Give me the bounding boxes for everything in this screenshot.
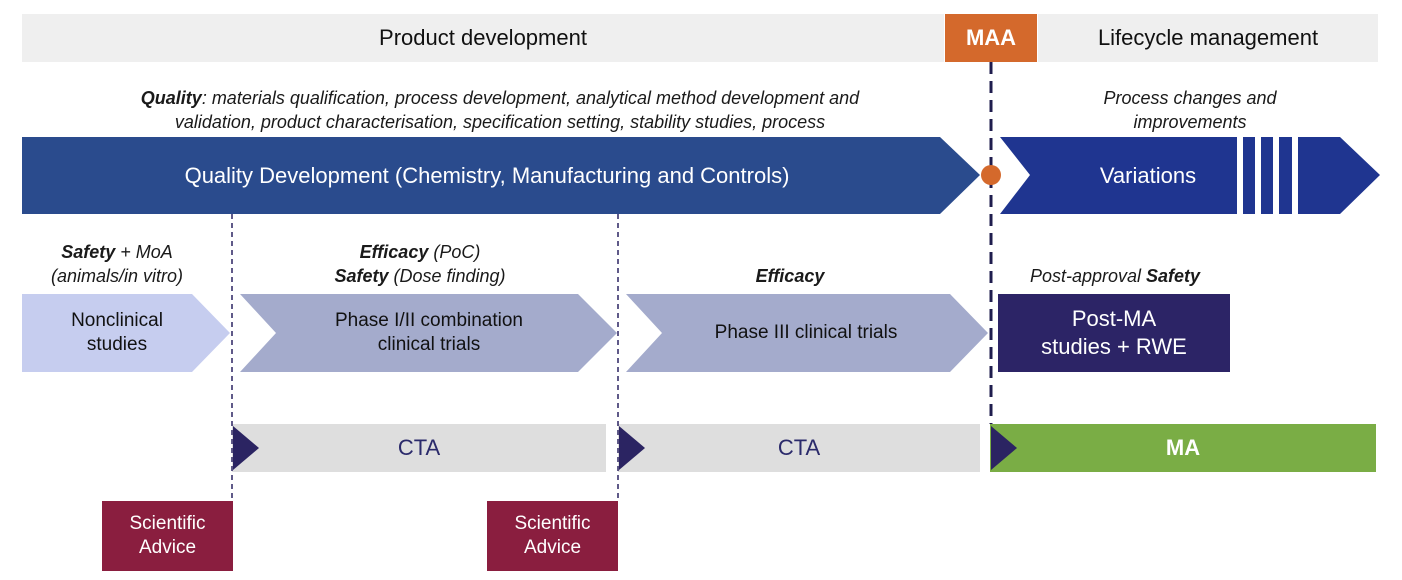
variations-arrow <box>1000 137 1380 214</box>
cta-label-1: CTA <box>397 435 441 460</box>
cta-2-triangle-icon <box>619 426 645 470</box>
post-ma-box <box>998 294 1230 372</box>
variations-stripe-1 <box>1237 137 1243 214</box>
quality-note-line2: validation, product characterisation, sp… <box>174 112 826 132</box>
ma-band <box>990 424 1376 472</box>
maa-label: MAA <box>965 25 1017 50</box>
cta-label-2: CTA <box>777 435 821 460</box>
efficacy-note: Efficacy <box>755 266 825 286</box>
cta-band-1 <box>232 424 606 472</box>
quality-note-bold: Quality <box>140 88 202 108</box>
maa-dot-icon <box>981 165 1001 185</box>
nonclinical-chevron <box>22 294 230 372</box>
post-approval-safety-note: Post-approval Safety <box>1029 266 1201 286</box>
quality-note-line1: Quality: materials qualification, proces… <box>140 88 860 108</box>
cta-1-triangle-icon <box>233 426 259 470</box>
maa-badge: MAA <box>945 14 1037 62</box>
phase3-chevron <box>626 294 988 372</box>
lifecycle-management-header: Lifecycle management <box>1038 14 1378 62</box>
phase12-chevron <box>240 294 617 372</box>
quality-development-arrow <box>22 137 980 214</box>
cta-band-2 <box>618 424 980 472</box>
variations-label: Variations <box>1099 162 1197 188</box>
variations-stripe-2 <box>1255 137 1261 214</box>
process-changes-note: Process changes and improvements <box>1103 88 1277 132</box>
phase3-label: Phase III clinical trials <box>714 322 898 343</box>
lifecycle-management-title: Lifecycle management <box>1097 25 1319 50</box>
variations-stripe-3 <box>1273 137 1279 214</box>
efficacy-poc-note: Efficacy (PoC) Safety (Dose finding) <box>334 242 506 286</box>
quality-note: Quality: materials qualification, proces… <box>40 86 960 134</box>
product-development-header: Product development <box>22 14 944 62</box>
quality-development-label: Quality Development (Chemistry, Manufact… <box>184 162 790 188</box>
ma-triangle-icon <box>991 426 1017 470</box>
safety-moa-note: Safety + MoA (animals/in vitro) <box>50 242 184 286</box>
variations-stripe-4 <box>1292 137 1298 214</box>
product-development-title: Product development <box>379 25 587 50</box>
ma-label: MA <box>1165 435 1201 460</box>
